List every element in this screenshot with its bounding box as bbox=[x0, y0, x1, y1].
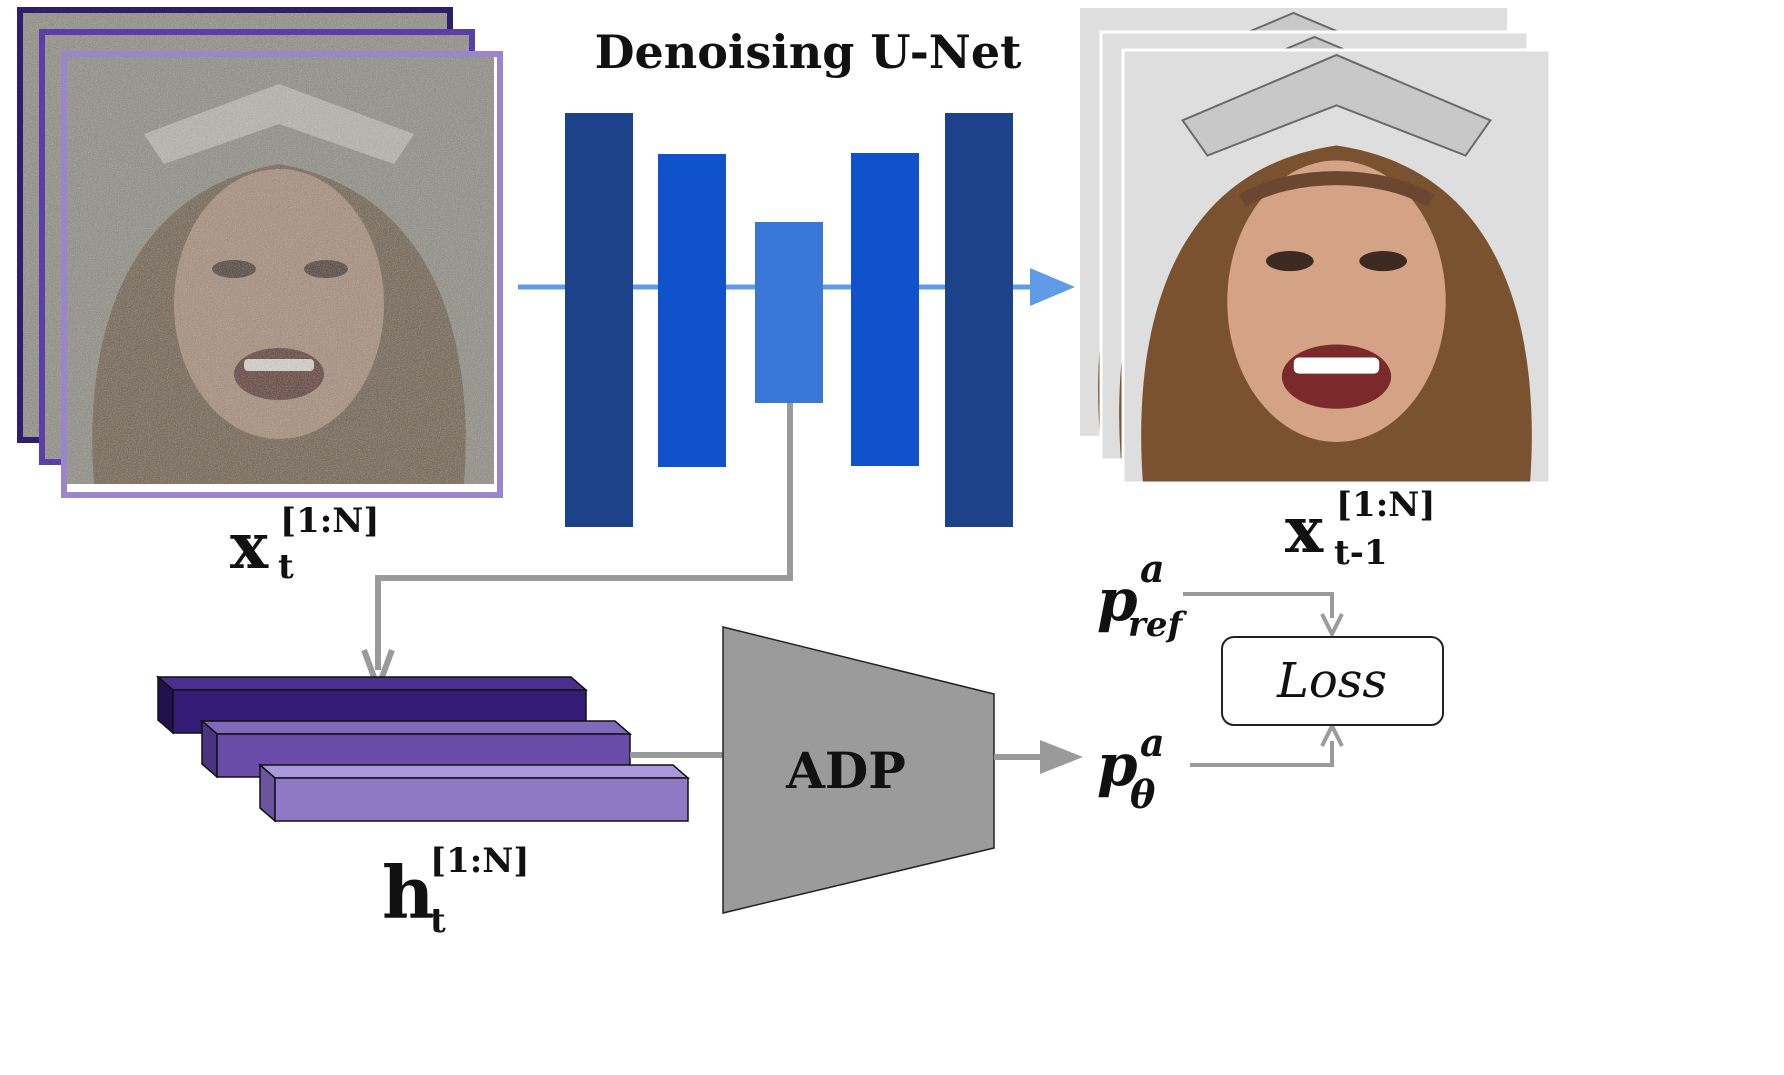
output-label-sup: [1:N] bbox=[1336, 485, 1435, 525]
input-label: x t [1:N] bbox=[230, 501, 379, 587]
clean-frame-front bbox=[1123, 50, 1550, 483]
unet-decoder-block-2 bbox=[945, 113, 1013, 527]
output-label: x t-1 [1:N] bbox=[1285, 485, 1435, 573]
input-label-base: x bbox=[230, 509, 269, 584]
adp-to-ptheta-arrow bbox=[994, 740, 1083, 774]
input-frame-stack bbox=[17, 7, 503, 498]
p-ref-label: p a ref bbox=[1097, 546, 1188, 645]
p-theta-base: p bbox=[1097, 731, 1138, 799]
ptheta-to-loss-arrow bbox=[1190, 721, 1344, 767]
unet-title: Denoising U-Net bbox=[595, 25, 1022, 79]
unet-encoder-block-1 bbox=[565, 113, 633, 527]
noisy-frame-front bbox=[61, 51, 503, 498]
p-ref-base: p bbox=[1097, 566, 1138, 634]
adp-module: ADP bbox=[722, 626, 995, 914]
p-ref-sup: a bbox=[1140, 546, 1165, 591]
p-ref-sub: ref bbox=[1128, 605, 1188, 645]
unet-encoder-block-2 bbox=[658, 154, 726, 467]
output-label-sub: t-1 bbox=[1334, 533, 1387, 573]
pref-to-loss-arrow bbox=[1183, 592, 1344, 639]
feature-label-base: h bbox=[382, 850, 434, 935]
unet-bottleneck-block bbox=[755, 222, 823, 403]
feature-label: h t [1:N] bbox=[382, 841, 529, 941]
feature-label-sub: t bbox=[430, 901, 446, 941]
p-theta-sup: a bbox=[1140, 720, 1165, 765]
unet-decoder-block-1 bbox=[851, 153, 919, 466]
output-frame-stack bbox=[1080, 8, 1550, 483]
loss-label: Loss bbox=[1276, 653, 1387, 709]
p-theta-label: p a θ bbox=[1097, 720, 1165, 817]
loss-box: Loss bbox=[1221, 636, 1444, 726]
adp-label: ADP bbox=[785, 741, 906, 800]
feature-label-sup: [1:N] bbox=[430, 841, 529, 881]
input-label-sup: [1:N] bbox=[280, 501, 379, 541]
feature-bar-stack bbox=[155, 675, 691, 823]
input-label-sub: t bbox=[278, 547, 294, 587]
output-label-base: x bbox=[1285, 493, 1324, 568]
p-theta-sub: θ bbox=[1130, 772, 1156, 817]
feature-bar-light bbox=[257, 763, 691, 823]
